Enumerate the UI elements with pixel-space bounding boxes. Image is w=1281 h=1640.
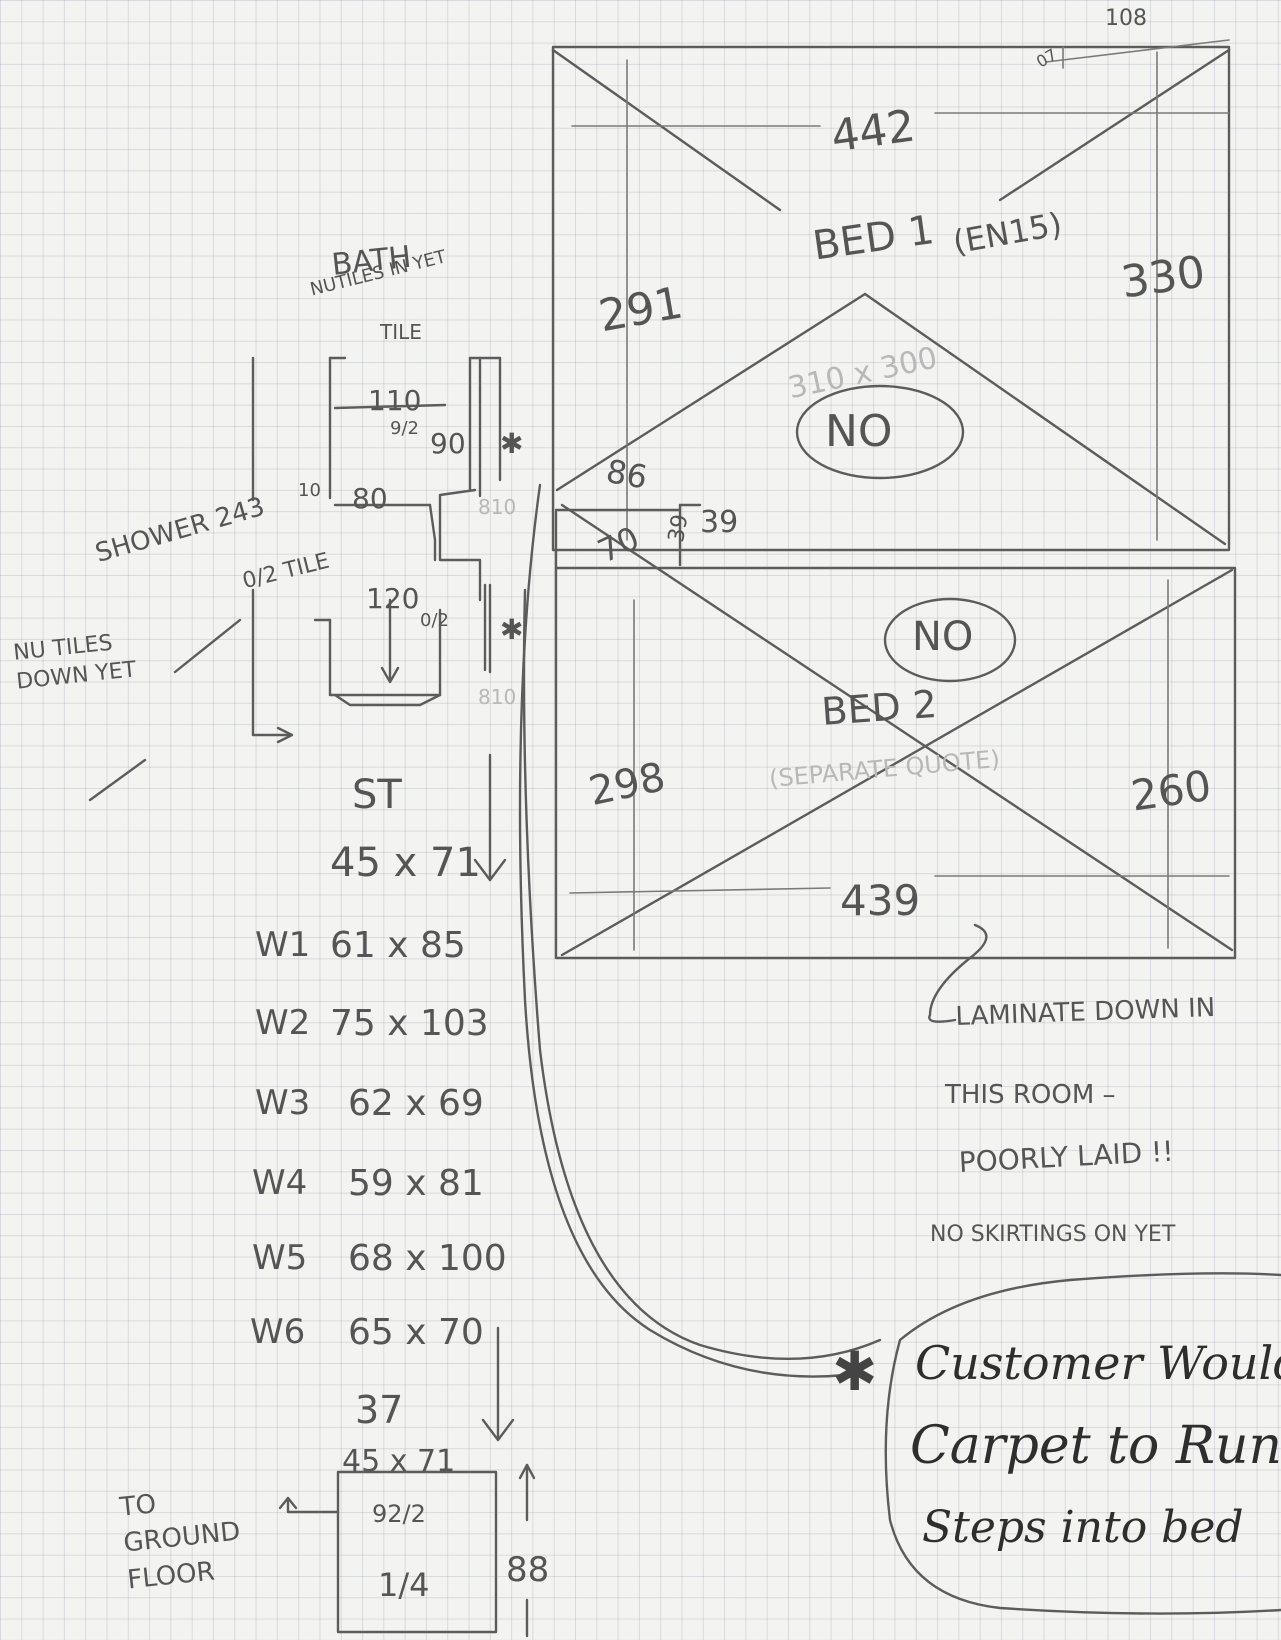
bed2-width-label: 439 [840,876,921,925]
laminate-note-line-2: THIS ROOM – [945,1080,1116,1110]
winder-1-size: 61 x 85 [330,925,466,966]
carpet-route-line-outer [518,483,847,1378]
stairs-count: 37 [355,1388,404,1432]
bed1-status-oval [795,384,965,480]
winder-2-size: 75 x 103 [330,1003,489,1044]
carpet-route-line-inner [522,588,882,1360]
bed1-outline [551,39,1231,552]
landing-dim-39b: 39 [664,512,694,545]
bed1-corner-dimension: 108 [1105,6,1147,31]
bottom-landing-outline [278,1463,536,1638]
laminate-note-line-4: NO SKIRTINGS ON YET [930,1222,1176,1247]
winder-3-size: 62 x 69 [348,1083,484,1124]
bathroom-dim-110: 110 [368,384,422,417]
bed2-status: NO [912,614,974,660]
bathroom-dim-10: 10 [298,480,321,501]
bathroom-faded-2: 810 [478,685,517,709]
stairs-size-bottom: 45 x 71 [342,1444,456,1479]
winder-6-size: 65 x 70 [348,1312,484,1353]
bathroom-dim-92: 9/2 [390,418,419,439]
stairs-st-label: ST [352,772,402,818]
bed2-name-label: BED 2 [820,681,939,734]
stair-arrows [473,753,515,1442]
bed2-outline [554,503,1237,960]
bottom-landing-mid: 1/4 [378,1566,430,1604]
winder-3-label: W3 [255,1083,311,1123]
winder-5-label: W5 [252,1238,308,1278]
bathroom-faded-1: 810 [478,495,517,519]
winder-1-label: W1 [255,925,311,965]
winder-4-size: 59 x 81 [348,1163,484,1204]
landing-dim-86: 86 [603,452,651,497]
winder-6-label: W6 [250,1312,306,1352]
customer-note-line-2: Carpet to Run o [910,1416,1281,1476]
bathroom-asterisk-1: ✱ [500,427,524,460]
customer-note-line-3: Steps into bed [922,1502,1244,1553]
winder-2-label: W2 [255,1003,311,1043]
shower-dim-120: 120 [366,582,420,615]
bed2-status-oval [883,597,1017,683]
shower-dim-o12: 0/2 [420,610,449,631]
winder-5-size: 68 x 100 [348,1238,507,1279]
bathroom-dim-80: 80 [352,482,388,515]
bathroom-note-2: TILE [380,320,422,344]
bed1-status: NO [825,406,893,457]
bathroom-dim-90: 90 [430,427,466,460]
bottom-landing-height: 88 [506,1550,550,1590]
laminate-note-connector [928,923,988,1023]
customer-note-asterisk: ✱ [832,1340,878,1403]
to-ground-floor-label: TO GROUND FLOOR [118,1489,242,1596]
landing-dim-39a: 39 [700,505,739,540]
bathroom-outline [88,356,502,802]
customer-note-line-1: Customer Would l [915,1336,1281,1390]
bottom-landing-top: 92/2 [372,1500,426,1528]
winder-4-label: W4 [252,1163,308,1203]
bathroom-asterisk-2: ✱ [500,613,524,646]
stairs-size-top: 45 x 71 [330,840,481,886]
customer-note-bubble [884,1272,1281,1615]
